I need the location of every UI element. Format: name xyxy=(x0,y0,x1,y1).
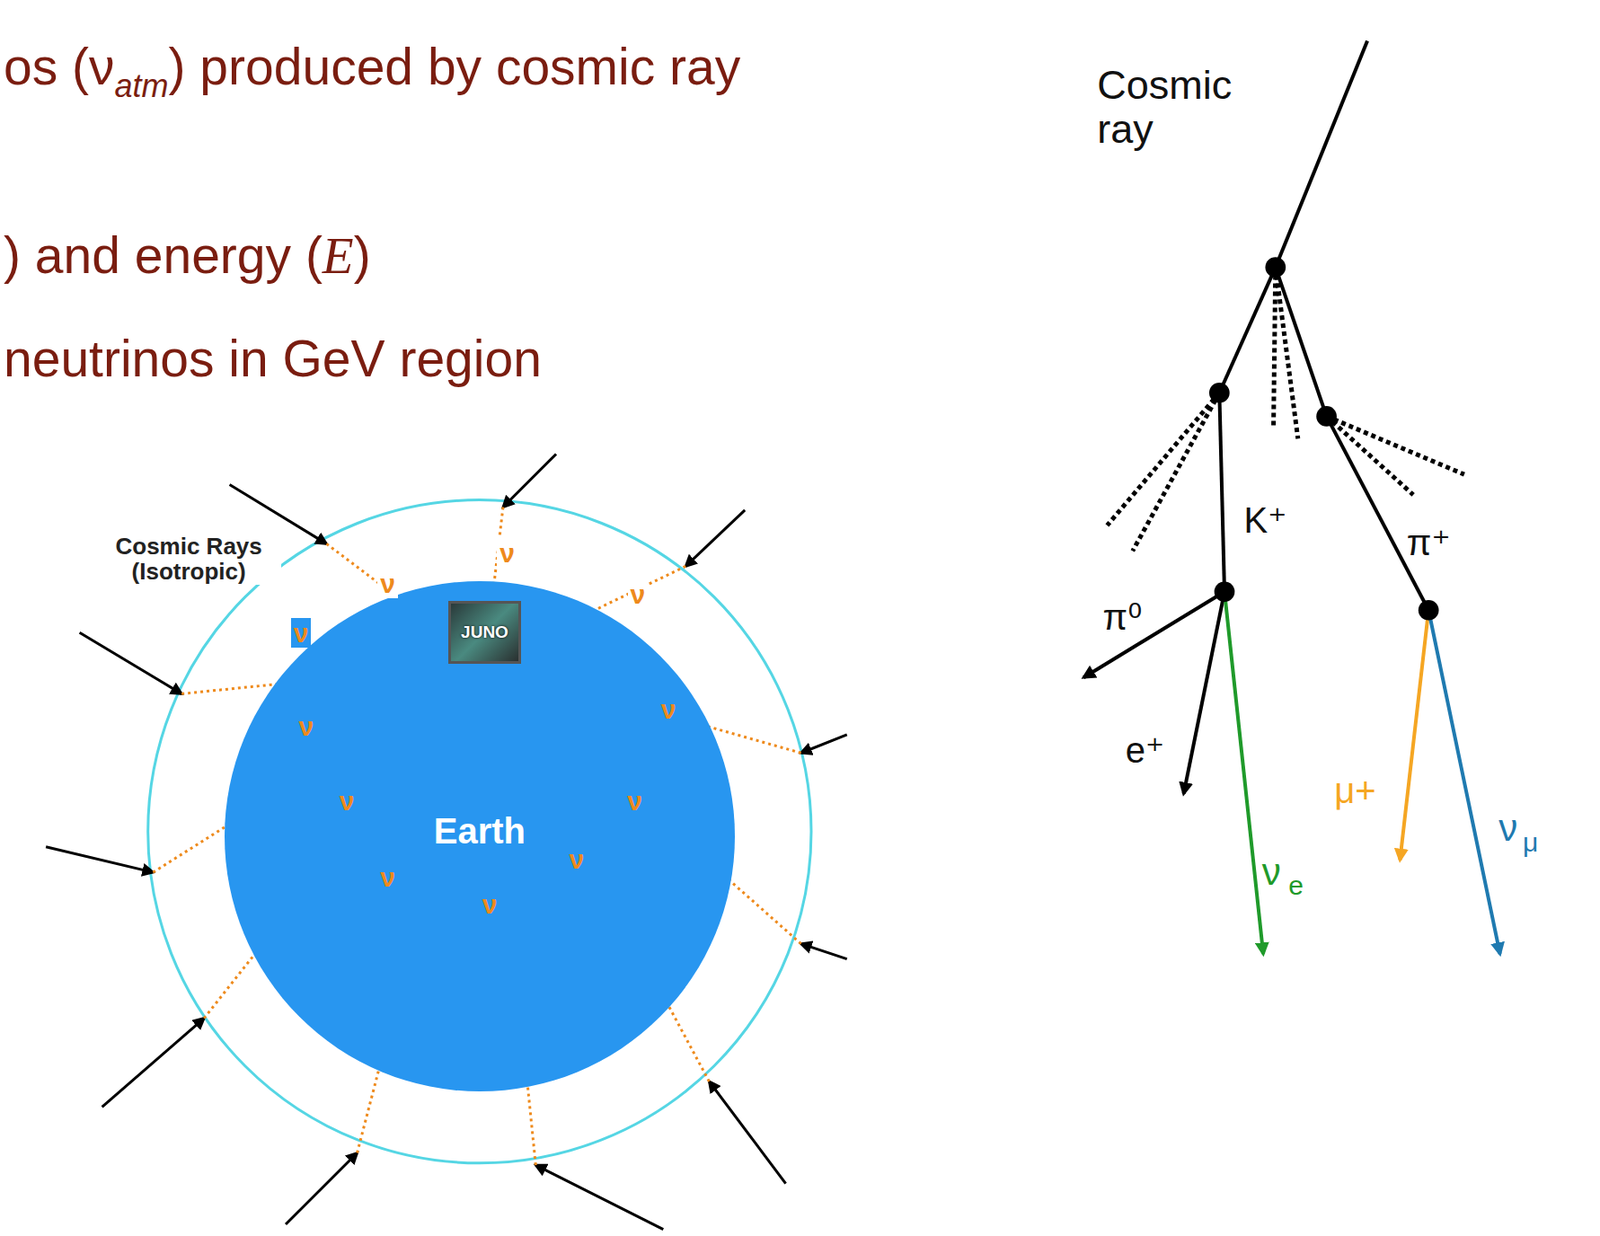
muon-arrow xyxy=(1399,609,1429,860)
cosmic-ray-arrow xyxy=(503,453,557,507)
heading-text: os (ν xyxy=(3,37,115,96)
secondary-track xyxy=(1326,415,1465,475)
vertex-dot xyxy=(1209,382,1230,404)
cosmic-ray-arrow xyxy=(79,632,183,694)
secondary-track xyxy=(1326,415,1415,495)
nu-mu-subscript: μ xyxy=(1522,827,1539,858)
positron-arrow xyxy=(1184,592,1225,795)
heading-line: neutrinos in GeV region xyxy=(3,327,542,389)
nu-e-arrow xyxy=(1224,592,1264,955)
cosmic-ray-arrow xyxy=(102,1018,205,1108)
cosmic-ray-label: Cosmic ray xyxy=(1096,62,1250,152)
cosmic-ray-arrow xyxy=(801,944,848,960)
cosmic-ray-arrow xyxy=(801,734,848,753)
cosmic-ray-arrow xyxy=(285,1153,358,1226)
secondary-track xyxy=(1275,267,1299,440)
cosmic-ray-arrow xyxy=(535,1165,663,1230)
neutrino-label: ν xyxy=(336,786,358,816)
kaon-track xyxy=(1219,392,1225,592)
neutrino-label: ν xyxy=(565,844,587,875)
vertex-dot xyxy=(1264,256,1286,278)
neutrino-label: ν xyxy=(291,618,312,648)
heading-text: ) xyxy=(353,226,372,284)
nu-mu-arrow xyxy=(1428,609,1501,955)
earth-label: Earth xyxy=(428,811,531,852)
pi0-arrow xyxy=(1083,592,1225,678)
vertex-dot xyxy=(1214,581,1236,602)
heading-line: os (νatm) produced by cosmic ray xyxy=(3,35,741,106)
heading-text: ) and energy ( xyxy=(3,226,323,284)
secondary-track xyxy=(1132,392,1220,551)
muon-label: μ+ xyxy=(1334,770,1376,811)
heading-text: ) produced by cosmic ray xyxy=(168,37,742,96)
neutrino-label: ν xyxy=(627,579,649,610)
heading-text: E xyxy=(322,227,354,284)
nu-mu-label: ν xyxy=(1498,807,1518,849)
secondary-track xyxy=(1273,267,1276,429)
heading-text: neutrinos in GeV region xyxy=(3,329,542,388)
neutrino-label: ν xyxy=(377,862,398,893)
pion-track xyxy=(1326,415,1430,610)
nu-e-label: ν xyxy=(1262,851,1282,893)
cosmic-ray-arrow xyxy=(685,510,745,566)
cosmic-ray-track xyxy=(1275,40,1368,267)
neutrino-label: ν xyxy=(624,786,646,816)
neutrino-label: ν xyxy=(496,538,518,568)
detector-label: JUNO xyxy=(460,622,509,643)
kaon-track xyxy=(1219,267,1275,394)
nu-e-subscript: e xyxy=(1288,870,1304,901)
secondary-track xyxy=(1106,392,1220,526)
pi0-label: π⁰ xyxy=(1103,597,1143,637)
neutrino-label: ν xyxy=(479,889,501,920)
cosmic-ray-arrow xyxy=(45,847,153,873)
atmosphere-ring xyxy=(148,500,812,1164)
juno-detector: JUNO xyxy=(448,601,522,664)
cosmic-rays-label: Cosmic Rays (Isotropic) xyxy=(96,533,282,585)
heading-text: atm xyxy=(114,67,169,105)
kaon-label: K⁺ xyxy=(1244,500,1288,540)
neutrino-label: ν xyxy=(658,694,680,725)
pion-label: π⁺ xyxy=(1406,522,1451,563)
vertex-dot xyxy=(1418,600,1440,621)
positron-label: e⁺ xyxy=(1125,730,1165,770)
neutrino-label: ν xyxy=(377,568,398,599)
heading-line: ) and energy (E) xyxy=(3,224,372,287)
neutrino-label: ν xyxy=(295,711,317,742)
vertex-dot xyxy=(1316,406,1337,427)
cosmic-ray-arrow xyxy=(708,1081,786,1185)
